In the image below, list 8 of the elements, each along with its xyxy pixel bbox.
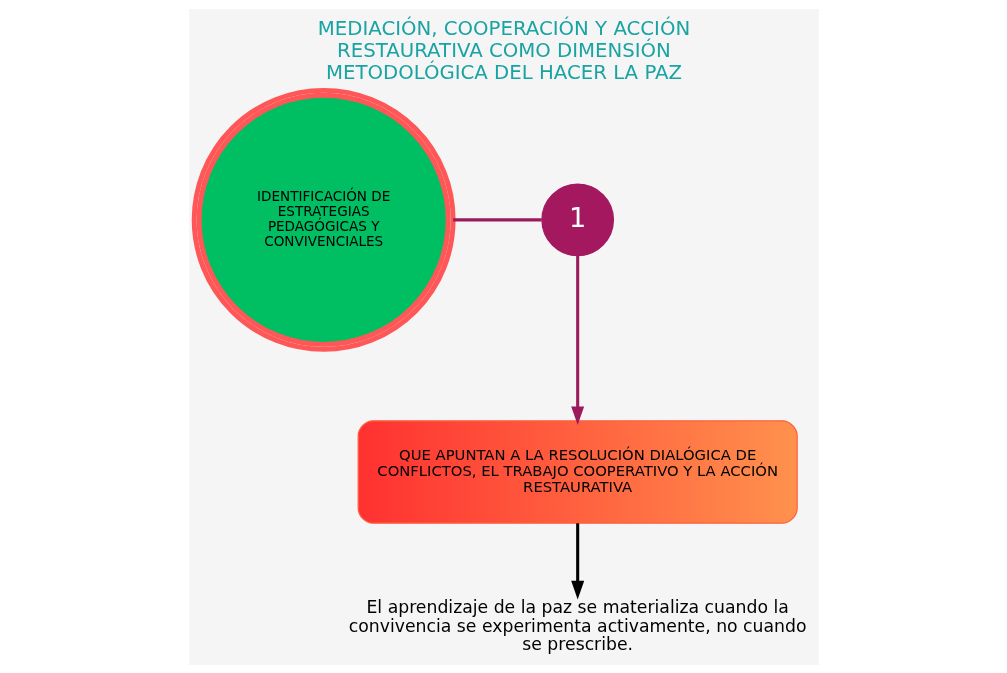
node-box: QUE APUNTAN A LA RESOLUCIÓN DIALÓGICA DE CONFLICTOS, EL TRABAJO COOPERATIVO Y LA ACCIÓN RESTAURATIVA bbox=[357, 419, 798, 524]
node-text: El aprendizaje de la paz se materializa cuando la convivencia se experimenta activamente, no cuando se prescribe. bbox=[348, 596, 807, 654]
arrow bbox=[570, 255, 584, 425]
connector bbox=[452, 217, 542, 221]
node-circle: 1 bbox=[540, 183, 614, 256]
arrow bbox=[570, 522, 584, 599]
diagram-title: MEDIACIÓN, COOPERACIÓN Y ACCIÓN RESTAURATIVA COMO DIMENSIÓN METODOLÓGICA DEL HACER LA PAZ bbox=[317, 16, 690, 84]
node-circle: IDENTIFICACIÓN DE ESTRATEGIAS PEDAGÓGICAS Y CONVIVENCIALES bbox=[191, 87, 456, 352]
